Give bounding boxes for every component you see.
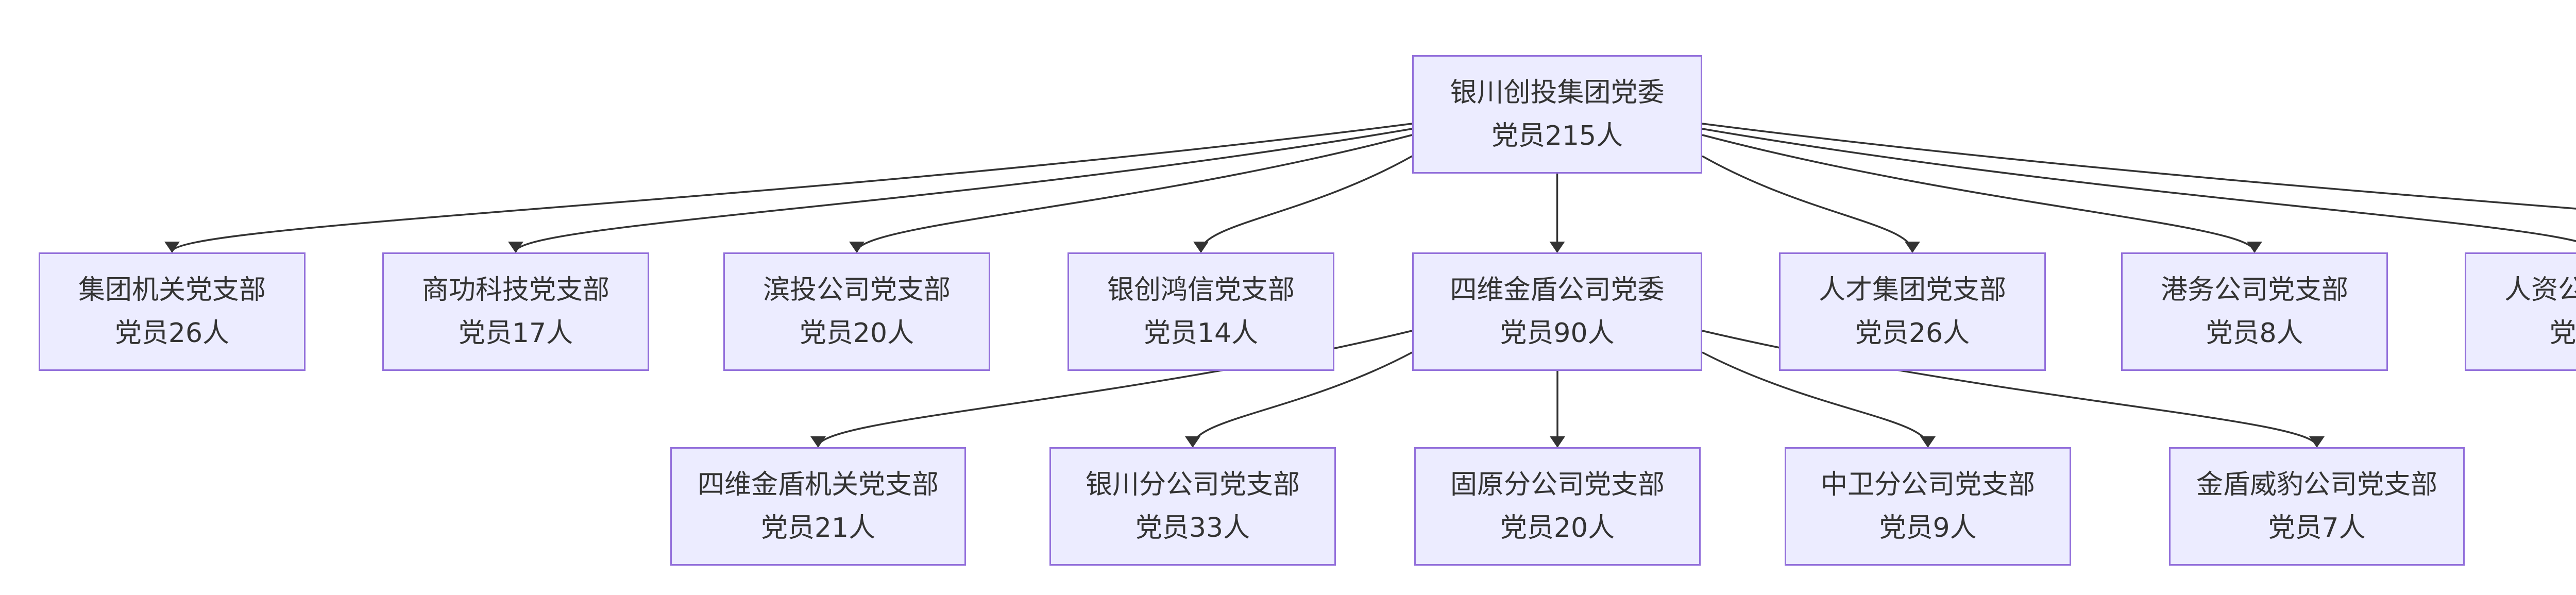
edge-root-n4 bbox=[1193, 155, 1413, 253]
org-node-n1: 集团机关党支部党员26人 bbox=[39, 252, 306, 371]
org-node-title: 银川创投集团党委 bbox=[1450, 77, 1665, 108]
edge-root-n6 bbox=[1702, 155, 1920, 253]
org-node-member-count: 党员33人 bbox=[1135, 513, 1250, 543]
edge-n5-m4 bbox=[1702, 351, 1936, 448]
org-node-title: 四维金盾公司党委 bbox=[1450, 275, 1665, 305]
org-node-n6: 人才集团党支部党员26人 bbox=[1779, 252, 2046, 371]
org-node-member-count: 党员21人 bbox=[760, 513, 876, 543]
org-node-m5: 金盾威豹公司党支部党员7人 bbox=[2169, 447, 2465, 566]
edge-root-n7 bbox=[1702, 134, 2262, 253]
org-node-title: 港务公司党支部 bbox=[2160, 275, 2348, 305]
org-node-member-count: 党员9人 bbox=[1879, 513, 1977, 543]
org-node-member-count: 党员17人 bbox=[458, 318, 573, 349]
org-node-member-count: 党员26人 bbox=[1855, 318, 1970, 349]
org-node-n3: 滨投公司党支部党员20人 bbox=[723, 252, 990, 371]
org-node-m1: 四维金盾机关党支部党员21人 bbox=[670, 447, 966, 566]
org-node-member-count: 党员20人 bbox=[1500, 513, 1615, 543]
org-node-n5: 四维金盾公司党委党员90人 bbox=[1412, 252, 1702, 371]
org-node-member-count: 党员215人 bbox=[1491, 121, 1623, 151]
org-node-title: 集团机关党支部 bbox=[78, 275, 266, 305]
org-node-n7: 港务公司党支部党员8人 bbox=[2121, 252, 2388, 371]
org-node-member-count: 党员5人 bbox=[2549, 318, 2576, 349]
org-node-title: 滨投公司党支部 bbox=[762, 275, 951, 305]
org-node-member-count: 党员14人 bbox=[1143, 318, 1259, 349]
org-node-member-count: 党员26人 bbox=[114, 318, 230, 349]
org-node-title: 银川分公司党支部 bbox=[1085, 469, 1300, 500]
org-node-m2: 银川分公司党支部党员33人 bbox=[1049, 447, 1336, 566]
edge-root-n2 bbox=[508, 128, 1413, 253]
org-node-member-count: 党员90人 bbox=[1500, 318, 1615, 349]
edge-n5-m2 bbox=[1185, 351, 1413, 448]
org-node-title: 人才集团党支部 bbox=[1818, 275, 2006, 305]
org-node-title: 四维金盾机关党支部 bbox=[697, 469, 939, 500]
org-node-title: 银创鸿信党支部 bbox=[1107, 275, 1295, 305]
org-node-n2: 商功科技党支部党员17人 bbox=[382, 252, 649, 371]
org-node-title: 固原分公司党支部 bbox=[1450, 469, 1665, 500]
org-node-m3: 固原分公司党支部党员20人 bbox=[1414, 447, 1701, 566]
edge-root-n9 bbox=[1702, 123, 2576, 210]
edge-root-n8 bbox=[1702, 128, 2576, 242]
org-node-title: 金盾威豹公司党支部 bbox=[2196, 469, 2437, 500]
edge-root-n1 bbox=[164, 123, 1413, 253]
org-node-member-count: 党员7人 bbox=[2268, 513, 2366, 543]
org-node-title: 中卫分公司党支部 bbox=[1820, 469, 2035, 500]
org-node-n4: 银创鸿信党支部党员14人 bbox=[1067, 252, 1334, 371]
org-node-n8: 人资公司党支部党员5人 bbox=[2465, 252, 2576, 371]
org-node-member-count: 党员20人 bbox=[799, 318, 914, 349]
org-node-title: 人资公司党支部 bbox=[2504, 275, 2576, 305]
org-node-title: 商功科技党支部 bbox=[421, 275, 609, 305]
edge-root-n3 bbox=[849, 134, 1413, 253]
org-node-member-count: 党员8人 bbox=[2206, 318, 2303, 349]
org-node-root: 银川创投集团党委党员215人 bbox=[1412, 55, 1702, 174]
org-node-m4: 中卫分公司党支部党员9人 bbox=[1785, 447, 2071, 566]
